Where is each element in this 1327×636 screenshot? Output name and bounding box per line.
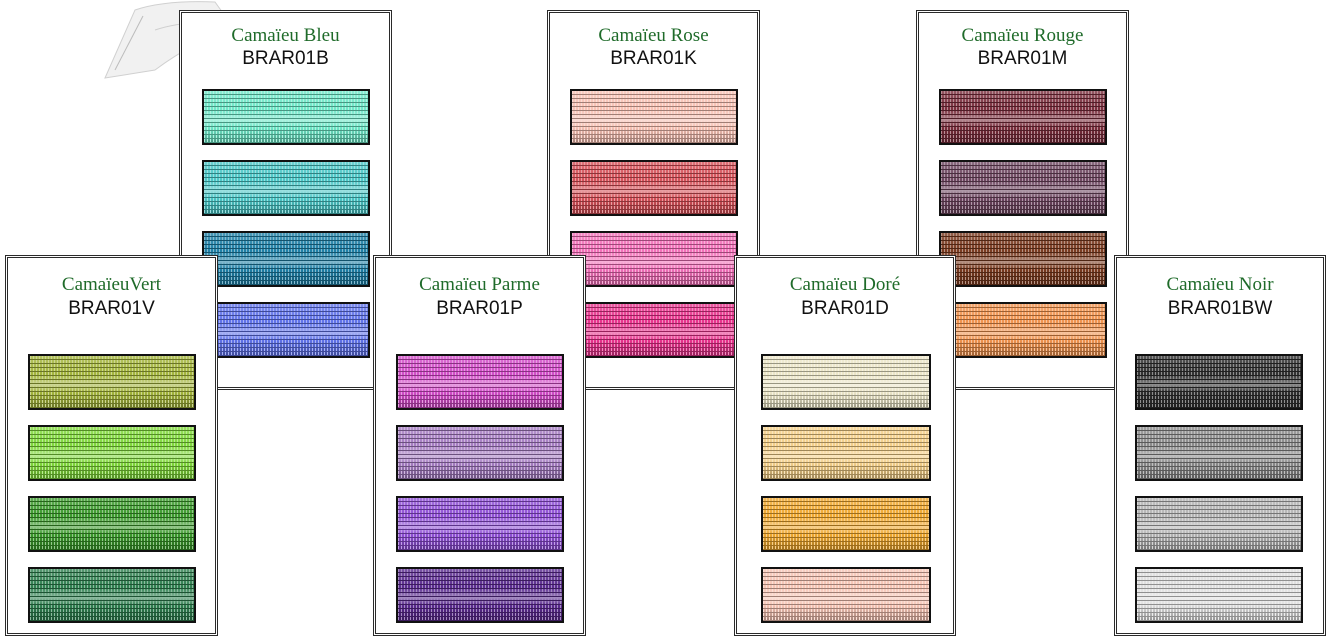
card-code: BRAR01BW bbox=[1167, 298, 1273, 319]
card-title: Camaïeu Bleu bbox=[231, 25, 340, 46]
thread-swatch[interactable] bbox=[939, 231, 1107, 287]
thread-swatch[interactable] bbox=[202, 89, 370, 145]
card-title: CamaïeuVert bbox=[61, 274, 162, 295]
color-card-vert: CamaïeuVert BRAR01V bbox=[5, 255, 218, 636]
thread-swatch[interactable] bbox=[28, 354, 196, 410]
card-code: BRAR01V bbox=[68, 298, 155, 319]
card-title: Camaïeu Parme bbox=[419, 274, 540, 295]
thread-swatch[interactable] bbox=[761, 567, 931, 623]
thread-swatch[interactable] bbox=[28, 425, 196, 481]
thread-swatch[interactable] bbox=[28, 496, 196, 552]
color-card-parme: Camaïeu Parme BRAR01P bbox=[373, 255, 586, 636]
card-title: Camaïeu Rouge bbox=[961, 25, 1084, 46]
thread-swatch[interactable] bbox=[396, 496, 564, 552]
thread-swatch[interactable] bbox=[396, 354, 564, 410]
color-card-noir: Camaïeu Noir BRAR01BW bbox=[1114, 255, 1326, 636]
thread-swatch[interactable] bbox=[396, 425, 564, 481]
card-code: BRAR01P bbox=[436, 298, 523, 319]
thread-swatch[interactable] bbox=[202, 302, 370, 358]
thread-swatch[interactable] bbox=[570, 89, 738, 145]
card-code: BRAR01K bbox=[610, 48, 697, 69]
card-title: Camaïeu Rose bbox=[598, 25, 709, 46]
thread-swatch[interactable] bbox=[202, 231, 370, 287]
thread-swatch[interactable] bbox=[570, 231, 738, 287]
thread-swatch[interactable] bbox=[939, 302, 1107, 358]
card-code: BRAR01D bbox=[801, 298, 889, 319]
thread-swatch[interactable] bbox=[939, 89, 1107, 145]
thread-swatch[interactable] bbox=[1135, 354, 1303, 410]
card-code: BRAR01B bbox=[242, 48, 329, 69]
thread-swatch[interactable] bbox=[396, 567, 564, 623]
thread-swatch[interactable] bbox=[939, 160, 1107, 216]
thread-swatch[interactable] bbox=[28, 567, 196, 623]
thread-swatch[interactable] bbox=[202, 160, 370, 216]
card-code: BRAR01M bbox=[977, 48, 1068, 69]
card-title: Camaïeu Noir bbox=[1166, 274, 1274, 295]
card-title: Camaïeu Doré bbox=[789, 274, 901, 295]
thread-swatch[interactable] bbox=[761, 354, 931, 410]
thread-swatch[interactable] bbox=[570, 302, 738, 358]
thread-swatch[interactable] bbox=[761, 496, 931, 552]
thread-swatch[interactable] bbox=[1135, 567, 1303, 623]
thread-swatch[interactable] bbox=[1135, 425, 1303, 481]
color-card-dore: Camaïeu Doré BRAR01D bbox=[734, 255, 956, 636]
thread-swatch[interactable] bbox=[761, 425, 931, 481]
thread-swatch[interactable] bbox=[570, 160, 738, 216]
thread-swatch[interactable] bbox=[1135, 496, 1303, 552]
